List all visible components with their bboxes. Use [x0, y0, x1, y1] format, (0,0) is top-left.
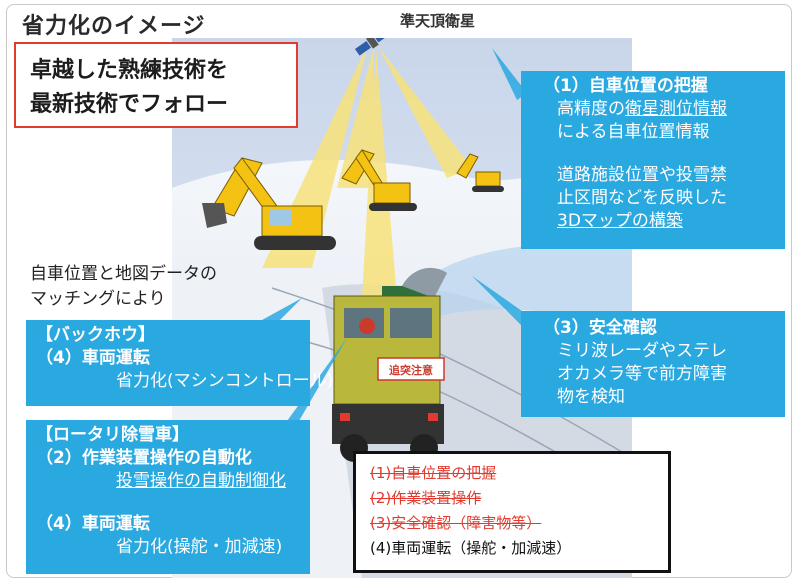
- matching-note-line: マッチングにより: [30, 289, 166, 309]
- position-callout: （1）自車位置の把握 高精度の衛星測位情報 による自車位置情報 道路施設位置や投…: [521, 71, 785, 249]
- backhoe-small-icon: [456, 153, 504, 192]
- headline-line: 最新技術でフォロー: [30, 92, 229, 117]
- callout-line: 3Dマップの構築: [557, 211, 683, 231]
- callout-line: による自車位置情報: [557, 122, 710, 142]
- satellite-icon: [354, 38, 390, 56]
- callout-heading: 【バックホウ】: [36, 325, 155, 345]
- callout-line: （4）車両運転: [36, 348, 150, 368]
- matching-note-line: 自車位置と地図データの: [30, 264, 217, 284]
- callout-line: （4）車両運転: [36, 514, 150, 534]
- checklist-item: (1)自車位置の把握: [370, 464, 497, 482]
- snow-plume: [412, 244, 632, 328]
- callout-line: 省力化(マシンコントロール): [116, 371, 334, 391]
- checklist-item: (4)車両運転（操舵・加減速）: [370, 539, 572, 557]
- callout-pointer: [282, 338, 347, 433]
- backhoe-large-icon: [202, 157, 336, 250]
- automation-checklist: (1)自車位置の把握 (2)作業装置操作 (3)安全確認（障害物等） (4)車両…: [353, 451, 671, 573]
- satellite-beam: [378, 46, 472, 178]
- callout-heading: （3）安全確認: [543, 318, 657, 338]
- callout-heading: 【ロータリ除雪車】: [36, 425, 189, 445]
- backhoe-medium-icon: [341, 149, 417, 211]
- callout-line: ミリ波レーダやステレ: [557, 341, 727, 361]
- page-title: 省力化のイメージ: [22, 14, 206, 39]
- callout-line: 高精度の衛星測位情報: [557, 99, 727, 119]
- headline-box: 卓越した熟練技術を 最新技術でフォロー: [14, 42, 298, 128]
- callout-line: 物を検知: [557, 387, 625, 407]
- matching-note: 自車位置と地図データの マッチングにより: [30, 262, 217, 312]
- truck-sign-text: 追突注意: [389, 363, 433, 377]
- safety-callout: （3）安全確認 ミリ波レーダやステレ オカメラ等で前方障害 物を検知: [521, 311, 785, 417]
- satellite-beam: [362, 48, 397, 298]
- headline-line: 卓越した熟練技術を: [30, 58, 229, 83]
- checklist-item: (3)安全確認（障害物等）: [370, 514, 542, 532]
- rotary-callout: 【ロータリ除雪車】 （2）作業装置操作の自動化 投雪操作の自動制御化 （4）車両…: [26, 420, 310, 574]
- callout-line: 投雪操作の自動制御化: [116, 471, 286, 491]
- callout-line: 道路施設位置や投雪禁: [557, 165, 727, 185]
- rotary-snowplow-icon: 追突注意: [332, 267, 447, 462]
- checklist-item: (2)作業装置操作: [370, 489, 482, 507]
- callout-pointer: [472, 276, 532, 328]
- callout-heading: （1）自車位置の把握: [543, 76, 708, 96]
- satellite-label: 準天頂衛星: [400, 12, 476, 30]
- backhoe-callout: 【バックホウ】 （4）車両運転 省力化(マシンコントロール): [26, 320, 334, 406]
- callout-line: （2）作業装置操作の自動化: [36, 448, 252, 468]
- callout-line: 省力化(操舵・加減速): [116, 537, 283, 557]
- callout-line: 止区間などを反映した: [557, 188, 727, 208]
- callout-pointer: [492, 48, 527, 100]
- callout-line: オカメラ等で前方障害: [557, 364, 727, 384]
